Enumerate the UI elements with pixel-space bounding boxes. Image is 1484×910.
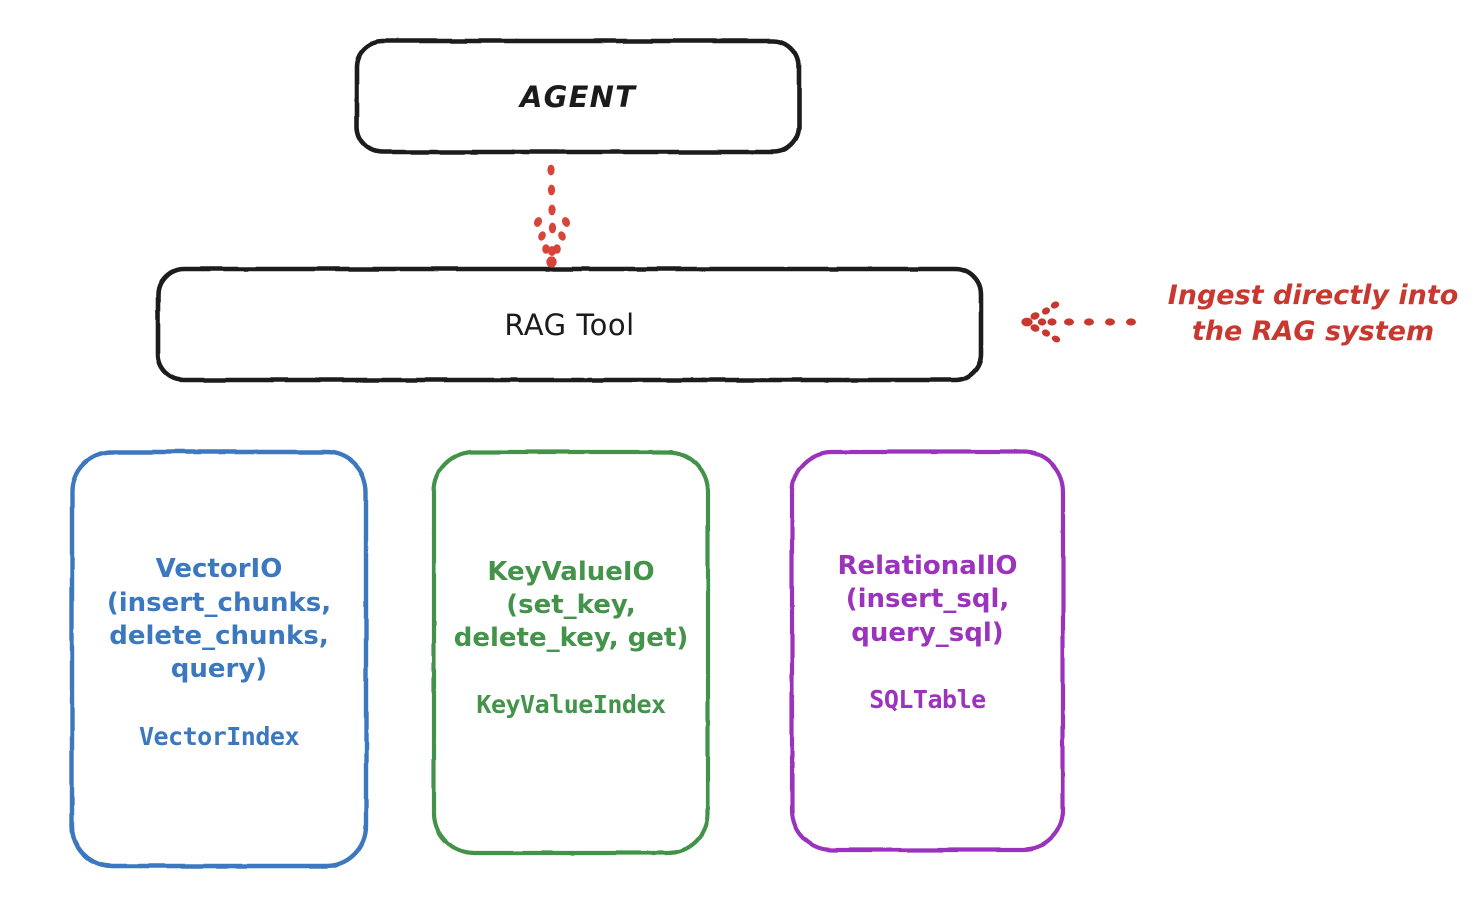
key-value-io-box-outline <box>431 449 711 856</box>
agent-to-rag-arrow <box>533 164 571 268</box>
ingest-annotation-line-2: the RAG system <box>1191 315 1435 347</box>
node-agent[interactable]: AGENT <box>356 40 800 153</box>
vector-io-api-line-4: query) <box>170 654 268 685</box>
relational-io-api-line-1: RelationalIO <box>837 551 1018 582</box>
ingest-annotation-arrow <box>1021 301 1136 343</box>
rag-tool-label: RAG Tool <box>504 307 635 342</box>
relational-io-api-line-2: (insert_sql, <box>845 584 1010 615</box>
node-vector-io[interactable]: VectorIO (insert_chunks, delete_chunks, … <box>70 450 368 868</box>
agent-box-outline <box>354 38 802 155</box>
node-key-value-io[interactable]: KeyValueIO (set_key, delete_key, get) Ke… <box>432 450 710 855</box>
node-rag-tool[interactable]: RAG Tool <box>157 268 982 381</box>
ingest-annotation: Ingest directly into the RAG system <box>1148 278 1478 350</box>
vector-io-api-line-1: VectorIO <box>155 554 283 585</box>
key-value-io-api-line-3: delete_key, get) <box>453 623 689 654</box>
vector-io-index-label: VectorIndex <box>138 721 300 751</box>
key-value-io-api-line-1: KeyValueIO <box>487 556 655 587</box>
relational-io-index-label: SQLTable <box>869 684 986 714</box>
relational-io-text-block: RelationalIO (insert_sql, query_sql) SQL… <box>837 550 1017 716</box>
vector-io-box-outline <box>69 449 369 869</box>
vector-io-text-block: VectorIO (insert_chunks, delete_chunks, … <box>107 553 331 752</box>
agent-label: AGENT <box>519 79 637 114</box>
key-value-io-api-line-2: (set_key, <box>506 589 636 620</box>
rag-tool-box-outline <box>155 266 984 383</box>
relational-io-api-line-3: query_sql) <box>851 617 1004 648</box>
relational-io-box-outline <box>789 449 1066 853</box>
vector-io-api-line-3: delete_chunks, <box>109 621 329 651</box>
node-relational-io[interactable]: RelationalIO (insert_sql, query_sql) SQL… <box>790 450 1065 852</box>
ingest-annotation-line-1: Ingest directly into <box>1167 280 1459 311</box>
key-value-io-index-label: KeyValueIndex <box>476 690 666 720</box>
vector-io-api-line-2: (insert_chunks, <box>106 587 332 618</box>
key-value-io-text-block: KeyValueIO (set_key, delete_key, get) Ke… <box>454 556 689 722</box>
